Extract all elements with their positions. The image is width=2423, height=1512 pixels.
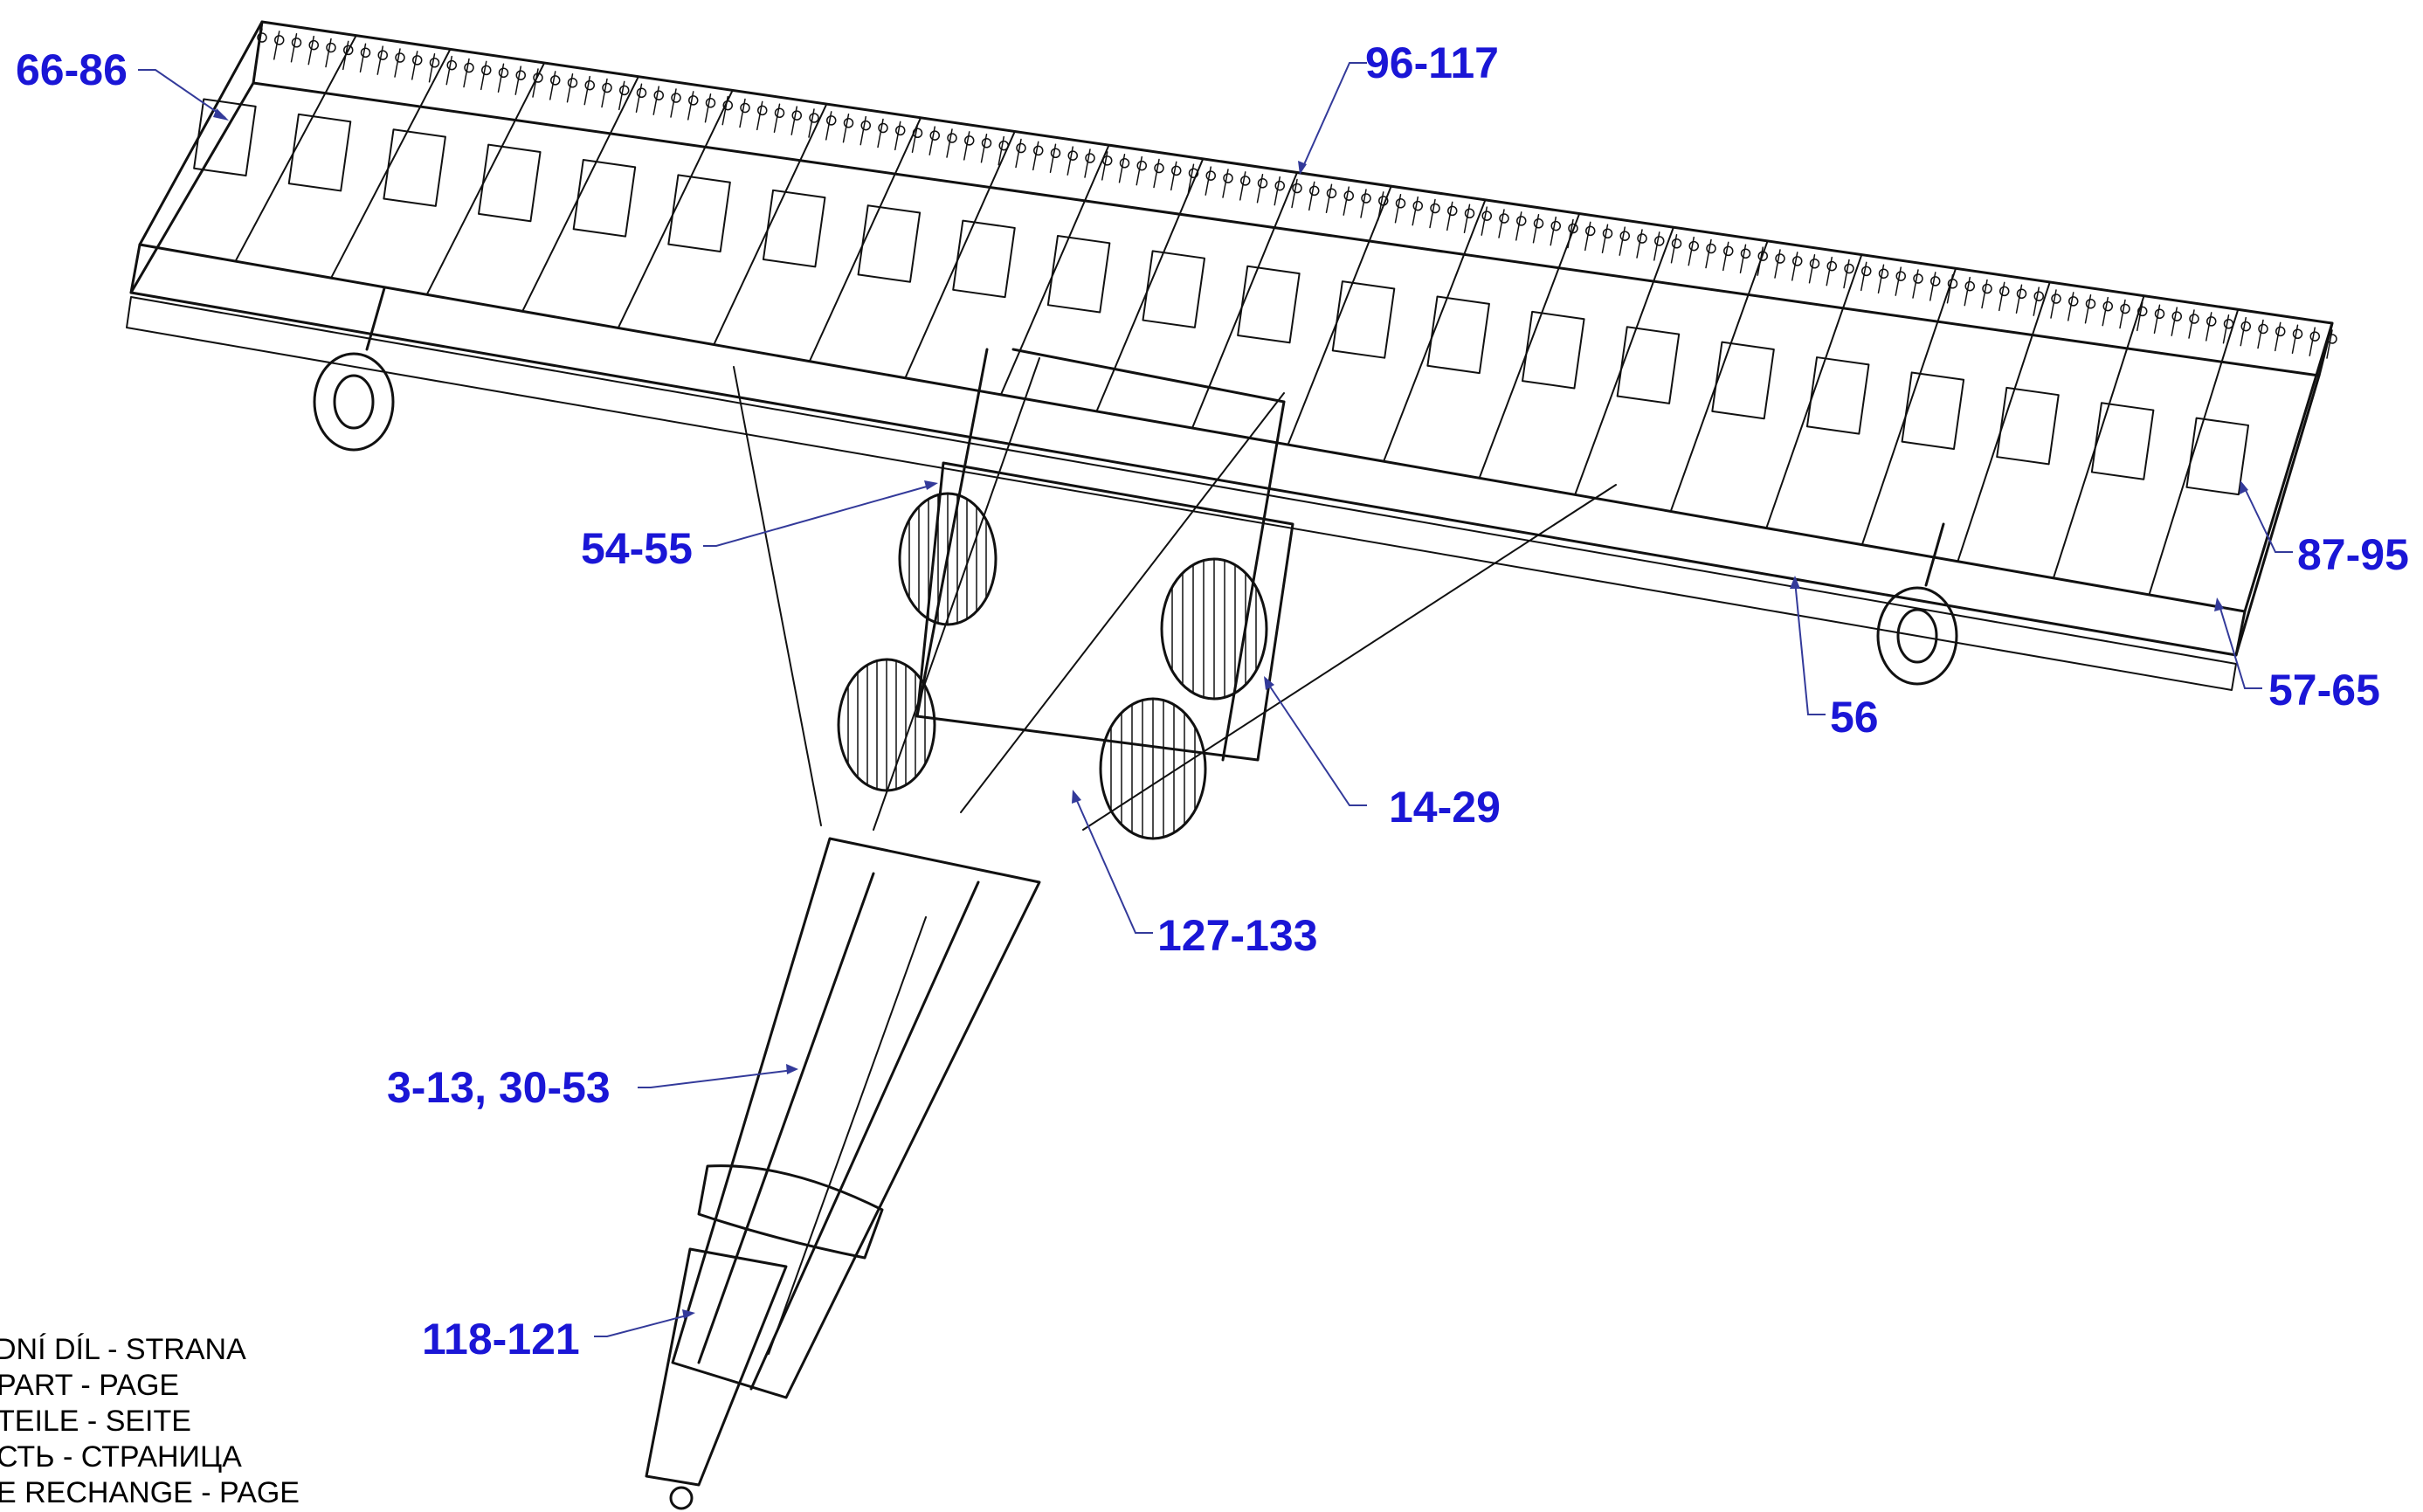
implement-frame xyxy=(126,20,2334,691)
language-legend: DNÍ DÍL - STRANA PART - PAGE TEILE - SEI… xyxy=(0,1333,300,1509)
legend-line-cz: DNÍ DÍL - STRANA xyxy=(0,1333,246,1366)
leader-lines xyxy=(138,62,2293,1337)
machine-illustration xyxy=(126,20,2337,1510)
section-frames xyxy=(139,21,2333,612)
drawbar xyxy=(645,837,1041,1510)
callout-57-65: 57-65 xyxy=(2268,666,2380,715)
callout-14-29: 14-29 xyxy=(1389,783,1501,832)
legend-line-fr: E RECHANGE - PAGE xyxy=(0,1476,300,1509)
callout-96-117: 96-117 xyxy=(1365,38,1499,87)
wheel-treads xyxy=(847,493,1257,839)
callout-127-133: 127-133 xyxy=(1157,911,1318,960)
callout-87-95: 87-95 xyxy=(2297,530,2409,579)
callout-3-13-30-53: 3-13, 30-53 xyxy=(387,1063,611,1112)
callout-56: 56 xyxy=(1830,693,1879,742)
hydraulic-lines xyxy=(733,357,1617,1355)
rake-rows xyxy=(256,28,2337,359)
chassis xyxy=(915,348,1294,762)
callout-66-86: 66-86 xyxy=(16,45,128,94)
transport-wheels xyxy=(837,492,1268,840)
callout-labels: 66-86 96-117 54-55 87-95 57-65 56 14-29 … xyxy=(16,38,2409,1364)
side-wheels xyxy=(313,287,1958,686)
callout-118-121: 118-121 xyxy=(422,1315,580,1364)
legend-line-en: PART - PAGE xyxy=(0,1369,179,1402)
legend-line-de: TEILE - SEITE xyxy=(0,1405,191,1438)
callout-54-55: 54-55 xyxy=(581,524,693,573)
legend-line-ru: СТЬ - СТРАНИЦА xyxy=(0,1440,242,1474)
